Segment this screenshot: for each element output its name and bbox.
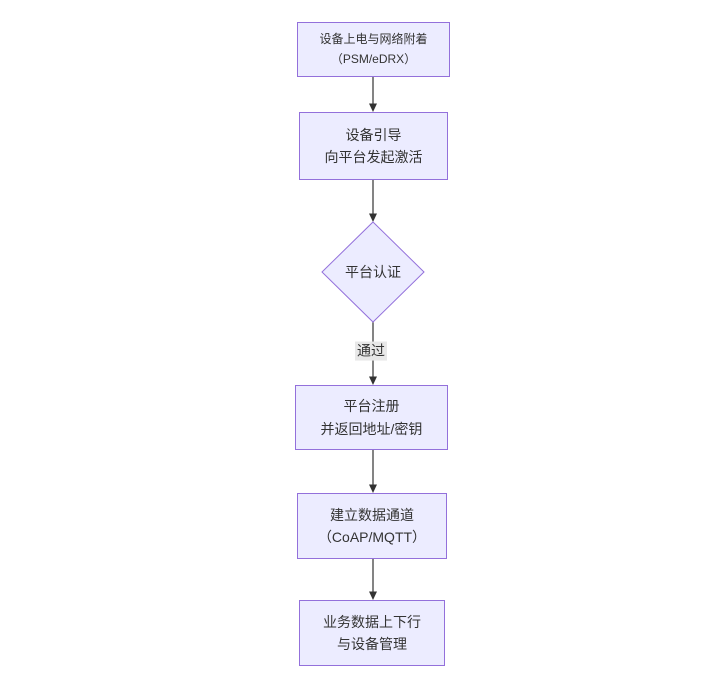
flow-node-bootstrap-activate: 设备引导 向平台发起激活 xyxy=(299,112,448,180)
arrow-head-2 xyxy=(369,213,377,222)
node-text-line: 设备引导 xyxy=(345,126,402,143)
flow-node-power-network-attach: 设备上电与网络附着 （PSM/eDRX） xyxy=(297,22,450,77)
decision-label-platform-auth: 平台认证 xyxy=(345,264,401,280)
flow-node-data-channel: 建立数据通道 （CoAP/MQTT） xyxy=(297,493,447,559)
flow-node-business-data-mgmt: 业务数据上下行 与设备管理 xyxy=(299,600,445,666)
edge-label-pass: 通过 xyxy=(355,341,387,361)
node-text-line: 向平台发起激活 xyxy=(324,149,423,165)
arrow-head-4 xyxy=(369,484,377,493)
node-text-line: （CoAP/MQTT） xyxy=(317,529,427,545)
node-text-line: 业务数据上下行 xyxy=(323,613,421,630)
arrow-head-1 xyxy=(369,103,377,112)
arrow-head-5 xyxy=(369,591,377,600)
node-text-line: 并返回地址/密钥 xyxy=(320,420,423,437)
node-text-line: （PSM/eDRX） xyxy=(330,51,417,66)
arrow-head-3 xyxy=(369,376,377,385)
node-text-line: 建立数据通道 xyxy=(330,506,414,523)
node-text-line: 平台注册 xyxy=(343,398,400,415)
node-text-line: 设备上电与网络附着 xyxy=(319,31,428,46)
flow-node-platform-register: 平台注册 并返回地址/密钥 xyxy=(295,385,448,450)
decision-diamond-shape xyxy=(321,221,425,323)
node-text-line: 与设备管理 xyxy=(337,636,407,652)
